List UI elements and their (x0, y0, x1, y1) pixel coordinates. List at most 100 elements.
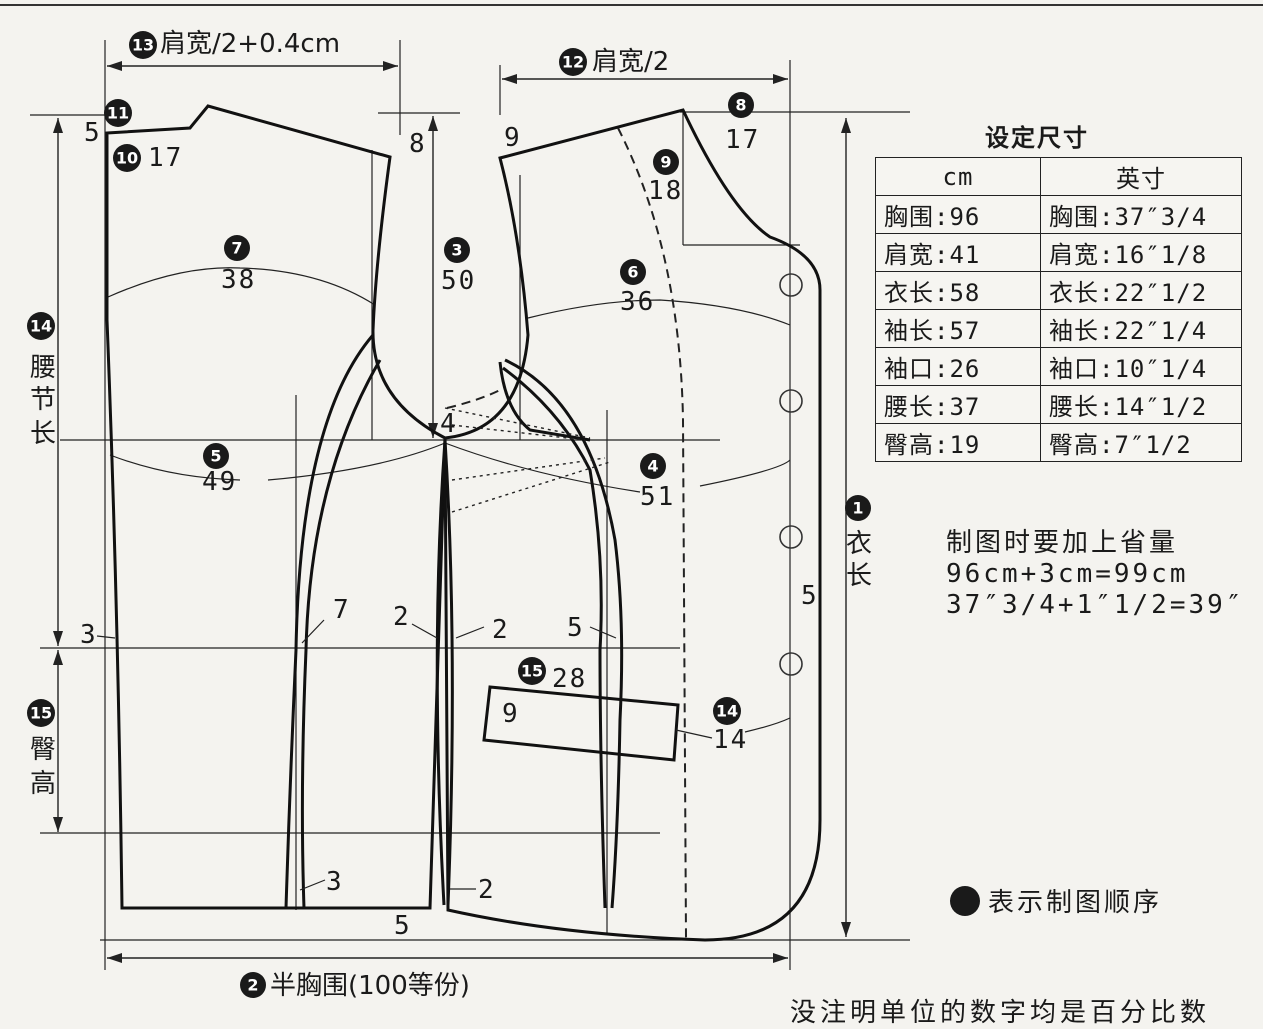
step-badge-11: 11 (104, 99, 132, 127)
value-label: 17 (148, 143, 183, 173)
svg-text:13: 13 (132, 36, 154, 55)
table-cell: 衣长:58 (875, 271, 1041, 310)
svg-text:15: 15 (521, 662, 543, 681)
legend-text: 表示制图顺序 (988, 888, 1163, 918)
step-badge-6: 6 (620, 259, 646, 285)
table-cell: 胸围:37″3/4 (1040, 195, 1242, 234)
table-cell: 臀高:19 (875, 423, 1041, 462)
construction-lines (30, 40, 910, 970)
size-table-header-inch: 英寸 (1040, 157, 1242, 196)
value-label: 5 (801, 581, 819, 611)
value-label: 36 (620, 287, 655, 317)
hip-label-2: 高 (30, 769, 56, 799)
table-cell: 袖长:57 (875, 309, 1041, 348)
svg-text:11: 11 (107, 104, 129, 123)
button (779, 273, 803, 297)
waist-label-3: 长 (30, 419, 56, 449)
step-badge-14-pocket: 14 (713, 697, 741, 725)
waist-label-1: 腰 (30, 353, 56, 383)
value-label: 5 (394, 911, 412, 941)
value-label: 50 (441, 266, 476, 296)
value-label: 2 (393, 602, 411, 632)
leader-lines (96, 619, 617, 891)
button (779, 525, 803, 549)
value-label: 9 (504, 123, 522, 153)
value-label: 49 (202, 467, 237, 497)
step-badge-15-pocket: 15 (518, 657, 546, 685)
value-label: 28 (552, 664, 587, 694)
svg-text:6: 6 (627, 263, 638, 282)
dart-note-line: 96cm+3cm=99cm (946, 559, 1189, 589)
value-label: 3 (80, 620, 98, 650)
front-side-curve (504, 358, 624, 909)
step-badge-1: 1 (845, 495, 871, 521)
svg-text:2: 2 (247, 976, 258, 995)
value-label: 14 (713, 725, 748, 755)
dart-note-line: 37″3/4+1″1/2=39″ (946, 590, 1245, 620)
value-label: 9 (502, 699, 520, 729)
value-label: 5 (567, 613, 585, 643)
value-label: 2 (492, 615, 510, 645)
value-label: 3 (326, 867, 344, 897)
dart-allowance-note: 制图时要加上省量 96cm+3cm=99cm 37″3/4+1″1/2=39″ (946, 528, 1244, 621)
front-piece-outline (443, 108, 822, 942)
length-label-1: 衣 (846, 529, 872, 559)
svg-text:7: 7 (231, 239, 242, 258)
side-panel-outline (284, 334, 382, 910)
svg-text:15: 15 (30, 704, 52, 723)
step-badge-13: 13 (129, 31, 157, 59)
table-cell: 腰长:14″1/2 (1040, 385, 1242, 424)
center-dart-outline (435, 439, 454, 906)
step-badge-12: 12 (559, 48, 587, 76)
svg-text:10: 10 (116, 149, 138, 168)
neck-dashed-line (617, 127, 687, 939)
footnote: 没注明单位的数字均是百分比数 (790, 998, 1211, 1028)
value-label: 8 (409, 129, 427, 159)
table-cell: 臀高:7″1/2 (1040, 423, 1242, 462)
svg-text:14: 14 (30, 317, 52, 336)
hip-label-1: 臀 (30, 735, 56, 765)
size-table-header-row: cm 英寸 (875, 157, 1242, 196)
svg-text:8: 8 (735, 96, 746, 115)
step-badge-7: 7 (224, 235, 250, 261)
step-badge-9: 9 (653, 149, 679, 175)
pocket-outline (482, 685, 680, 762)
svg-text:4: 4 (647, 457, 658, 476)
table-cell: 胸围:96 (875, 195, 1041, 234)
svg-text:12: 12 (562, 53, 584, 72)
svg-text:1: 1 (852, 499, 863, 518)
value-label: 5 (84, 118, 102, 148)
svg-text:14: 14 (716, 702, 738, 721)
value-label: 18 (648, 176, 683, 206)
armhole-dashed-line (446, 389, 501, 409)
button (779, 389, 803, 413)
size-table-header-cm: cm (875, 157, 1041, 196)
half-chest-label: 半胸围(100等份) (270, 971, 470, 1001)
value-label: 4 (440, 409, 458, 439)
table-cell: 袖长:22″1/4 (1040, 309, 1242, 348)
shoulder-back-label: 肩宽/2+0.4cm (160, 29, 340, 59)
table-cell: 袖口:10″1/4 (1040, 347, 1242, 386)
step-badge-10: 10 (113, 144, 141, 172)
front-dart-outline (502, 366, 607, 909)
step-badge-3: 3 (444, 237, 470, 263)
table-cell: 肩宽:41 (875, 233, 1041, 272)
step-badge-14-waist: 14 (27, 312, 55, 340)
legend: 表示制图顺序 (950, 882, 1162, 919)
step-badge-4: 4 (640, 453, 666, 479)
measurement-arcs (107, 267, 791, 733)
legend-dot-icon (950, 886, 980, 916)
value-label: 51 (640, 482, 675, 512)
dotted-guides (444, 407, 611, 513)
value-label: 7 (333, 595, 351, 625)
dart-note-line: 制图时要加上省量 (946, 528, 1179, 558)
back-piece-outline (105, 104, 447, 910)
step-badge-8: 8 (728, 92, 754, 118)
length-label-2: 长 (846, 561, 872, 591)
